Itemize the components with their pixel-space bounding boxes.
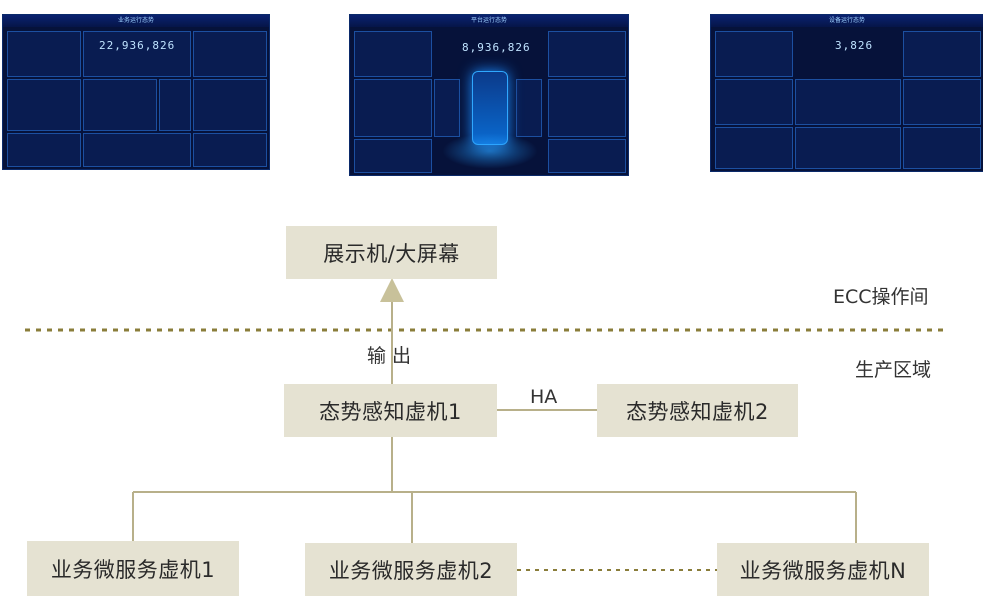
dashboard-thumb-platform: 平台运行态势 8,936,826 — [349, 14, 629, 176]
ha-label: HA — [530, 386, 558, 408]
display-node: 展示机/大屏幕 — [286, 226, 497, 279]
zone-label-production: 生产区域 — [855, 359, 932, 381]
dashboard-value: 22,936,826 — [99, 39, 176, 52]
zone-label-ecc: ECC操作间 — [833, 286, 929, 308]
service-vm-n: 业务微服务虚机N — [717, 543, 929, 596]
situation-vm-1: 态势感知虚机1 — [284, 384, 497, 437]
dashboard-value: 3,826 — [835, 39, 874, 52]
output-label: 输 出 — [367, 345, 412, 367]
service-vm-1: 业务微服务虚机1 — [27, 541, 239, 596]
dashboard-title: 业务运行态势 — [3, 15, 269, 27]
situation-vm-2: 态势感知虚机2 — [597, 384, 798, 437]
dashboard-title: 设备运行态势 — [711, 15, 983, 27]
dashboard-thumb-device: 设备运行态势 3,826 — [710, 14, 983, 172]
service-vm-2: 业务微服务虚机2 — [305, 543, 517, 596]
dashboard-value: 8,936,826 — [462, 41, 531, 54]
dashboard-title: 平台运行态势 — [350, 15, 628, 27]
dashboard-thumb-business: 业务运行态势 22,936,826 — [2, 14, 270, 170]
